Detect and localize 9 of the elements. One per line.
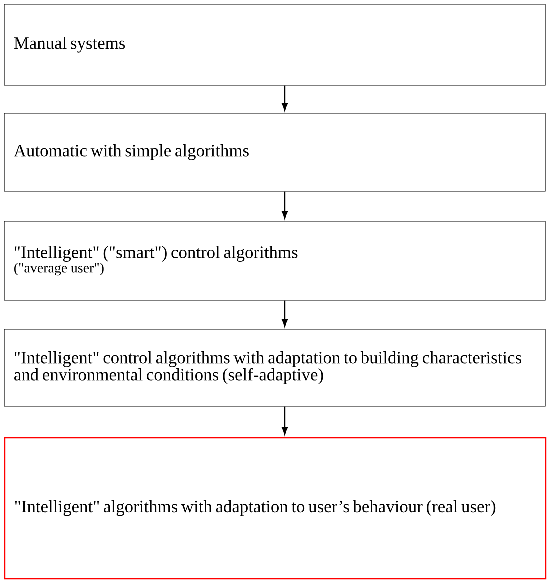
arrow <box>282 406 288 435</box>
arrow <box>282 300 288 327</box>
process-box: "Intelligent" ("smart") control algorithms ("average user") <box>4 221 546 301</box>
arrow <box>282 192 288 219</box>
process-box: "Intelligent" algorithms with adaptation to user’s behaviour (real user) <box>4 437 547 580</box>
arrow <box>282 86 288 111</box>
process-box: Automatic with simple algorithms <box>4 113 546 192</box>
process-box: "Intelligent" control algorithms with adaptation to building characteristics and environmental conditions (self-adaptive) <box>4 329 546 407</box>
process-box: Manual systems <box>4 4 546 86</box>
